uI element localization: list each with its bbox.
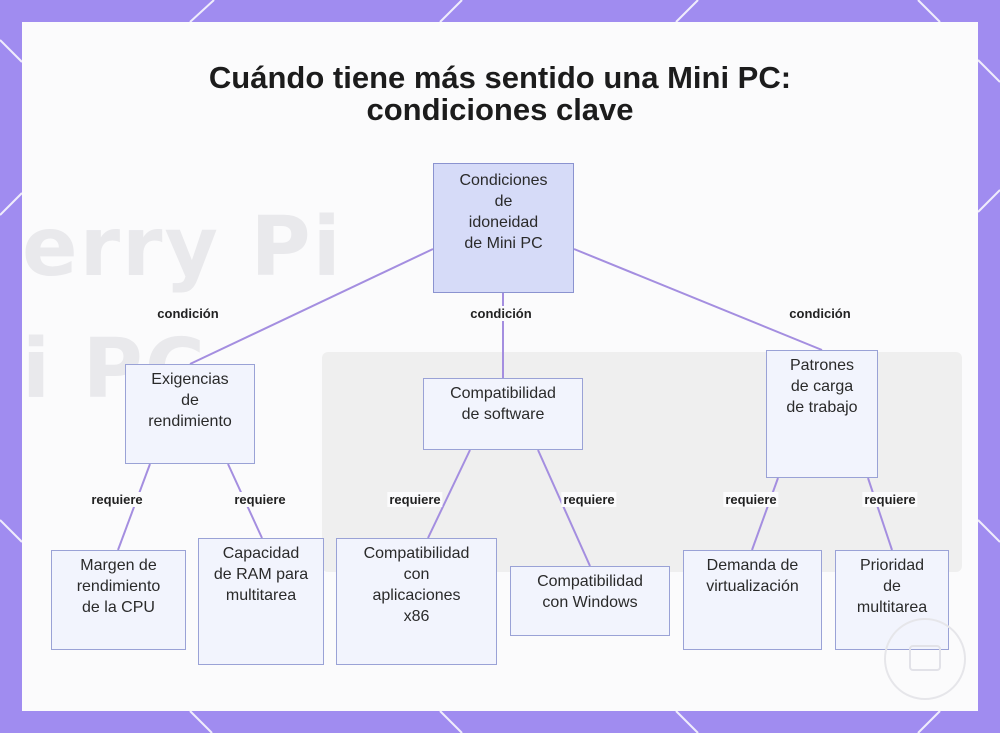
connector-branch-3-to-child-1 [751, 477, 779, 551]
connector-branch-2-to-child-1 [427, 449, 471, 539]
background-watermark-line-1: erry Pi [22, 200, 343, 295]
edge-label-requires-3-2: requiere [862, 492, 918, 507]
edge-label-condition-3: condición [787, 306, 853, 321]
edge-label-condition-2: condición [468, 306, 534, 321]
connector-branch-3-to-child-2 [867, 477, 893, 551]
edge-label-requires-1-1: requiere [89, 492, 145, 507]
connector-root-to-branch-3 [573, 248, 823, 351]
edge-label-requires-2-2: requiere [561, 492, 617, 507]
edge-label-requires-3-1: requiere [723, 492, 779, 507]
connector-branch-2-to-child-2 [537, 449, 591, 567]
edge-label-requires-2-1: requiere [387, 492, 443, 507]
edge-label-condition-1: condición [155, 306, 221, 321]
edge-label-requires-1-2: requiere [232, 492, 288, 507]
badge-icon [884, 618, 966, 700]
diagram-title: Cuándo tiene más sentido una Mini PC: co… [208, 60, 792, 127]
connector-branch-1-to-child-1 [117, 463, 151, 551]
connector-root-to-branch-1 [189, 248, 434, 365]
